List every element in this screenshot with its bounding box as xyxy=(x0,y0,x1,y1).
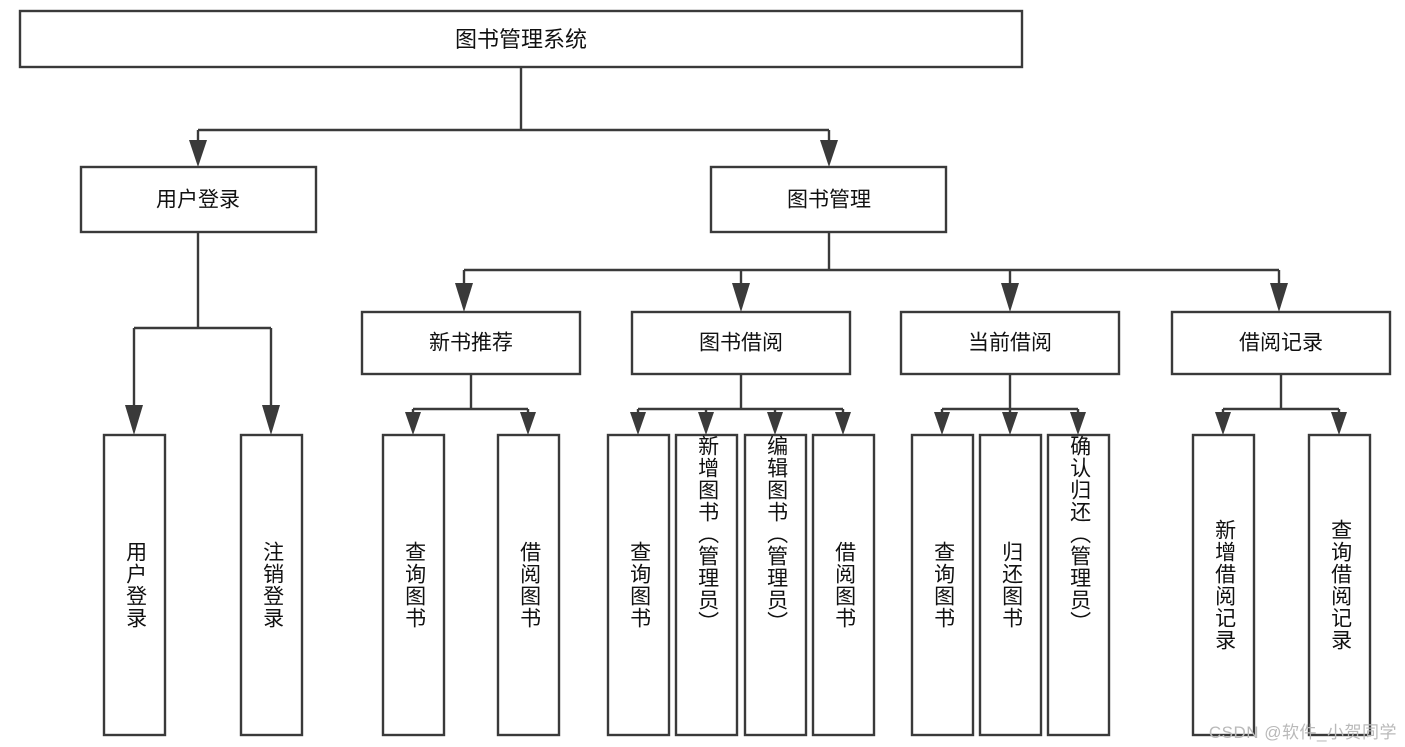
node-root-system-box[interactable] xyxy=(18,9,1024,69)
node-user-login[interactable]: 用户登录 xyxy=(79,165,318,234)
arrow-user-login-to-logout-icon xyxy=(262,405,280,435)
node-user-login-label: 用户登录 xyxy=(156,189,240,212)
arrow-current-borrow-to-confirm-icon xyxy=(1070,412,1086,435)
arrow-book-borrow-to-add-icon xyxy=(698,412,714,435)
leaf-box-book-borrow-edit[interactable] xyxy=(743,433,808,737)
arrow-book-mgmt-to-current-icon xyxy=(1001,283,1019,312)
node-new-book-recommend-box[interactable] xyxy=(360,310,582,376)
arrow-current-borrow-to-return-icon xyxy=(1002,412,1018,435)
node-book-management[interactable]: 图书管理 xyxy=(709,165,948,234)
leaf-box-current-borrow-query[interactable] xyxy=(910,433,975,737)
node-borrow-record-label: 借阅记录 xyxy=(1239,332,1323,355)
arrow-book-borrow-to-lend-icon xyxy=(835,412,851,435)
node-new-book-recommend-label: 新书推荐 xyxy=(429,332,513,355)
arrow-user-login-to-login-icon xyxy=(125,405,143,435)
arrow-current-borrow-to-query-icon xyxy=(934,412,950,435)
leaf-box-user-login-logout[interactable] xyxy=(239,433,304,737)
leaf-box-book-borrow-lend[interactable] xyxy=(811,433,876,737)
arrow-new-book-to-query-icon xyxy=(405,412,421,435)
leaf-box-borrow-record-query[interactable] xyxy=(1307,433,1372,737)
connector-group-book-mgmt xyxy=(455,232,1288,312)
arrow-borrow-record-to-query-icon xyxy=(1331,412,1347,435)
node-user-login-box[interactable] xyxy=(79,165,318,234)
node-current-borrow[interactable]: 当前借阅 xyxy=(899,310,1121,376)
connector-group-current-borrow xyxy=(934,374,1086,435)
node-book-borrow-label: 图书借阅 xyxy=(699,332,783,355)
arrow-book-mgmt-to-record-icon xyxy=(1270,283,1288,312)
connector-group-borrow-record xyxy=(1215,374,1347,435)
leaf-box-current-borrow-return[interactable] xyxy=(978,433,1043,737)
arrow-book-borrow-to-query-icon xyxy=(630,412,646,435)
leaf-box-user-login-login[interactable] xyxy=(102,433,167,737)
arrow-book-mgmt-to-borrow-icon xyxy=(732,283,750,312)
leaf-box-new-book-borrow[interactable] xyxy=(496,433,561,737)
node-root-system-label: 图书管理系统 xyxy=(455,27,587,52)
node-current-borrow-box[interactable] xyxy=(899,310,1121,376)
node-current-borrow-label: 当前借阅 xyxy=(968,332,1052,355)
node-root-system[interactable]: 图书管理系统 xyxy=(18,9,1024,69)
arrow-borrow-record-to-add-icon xyxy=(1215,412,1231,435)
node-book-management-box[interactable] xyxy=(709,165,948,234)
leaf-box-book-borrow-query[interactable] xyxy=(606,433,671,737)
arrow-root-to-user-login-icon xyxy=(189,140,207,167)
arrow-root-to-book-mgmt-icon xyxy=(820,140,838,167)
connector-group-root xyxy=(189,67,838,167)
leaf-box-borrow-record-add[interactable] xyxy=(1191,433,1256,737)
connector-group-user-login xyxy=(125,232,280,435)
node-book-management-label: 图书管理 xyxy=(787,189,871,212)
arrow-book-borrow-to-edit-icon xyxy=(767,412,783,435)
arrow-new-book-to-borrow-icon xyxy=(520,412,536,435)
connector-group-new-book xyxy=(405,374,536,435)
node-borrow-record-box[interactable] xyxy=(1170,310,1392,376)
node-borrow-record[interactable]: 借阅记录 xyxy=(1170,310,1392,376)
leaf-box-current-borrow-confirm[interactable] xyxy=(1046,433,1111,737)
node-book-borrow[interactable]: 图书借阅 xyxy=(630,310,852,376)
csdn-watermark: CSDN @软件_小贺同学 xyxy=(1208,723,1397,742)
connector-group-book-borrow xyxy=(630,374,851,435)
leaf-box-book-borrow-add[interactable] xyxy=(674,433,739,737)
arrow-book-mgmt-to-new-book-icon xyxy=(455,283,473,312)
node-book-borrow-box[interactable] xyxy=(630,310,852,376)
node-new-book-recommend[interactable]: 新书推荐 xyxy=(360,310,582,376)
leaf-box-new-book-query[interactable] xyxy=(381,433,446,737)
